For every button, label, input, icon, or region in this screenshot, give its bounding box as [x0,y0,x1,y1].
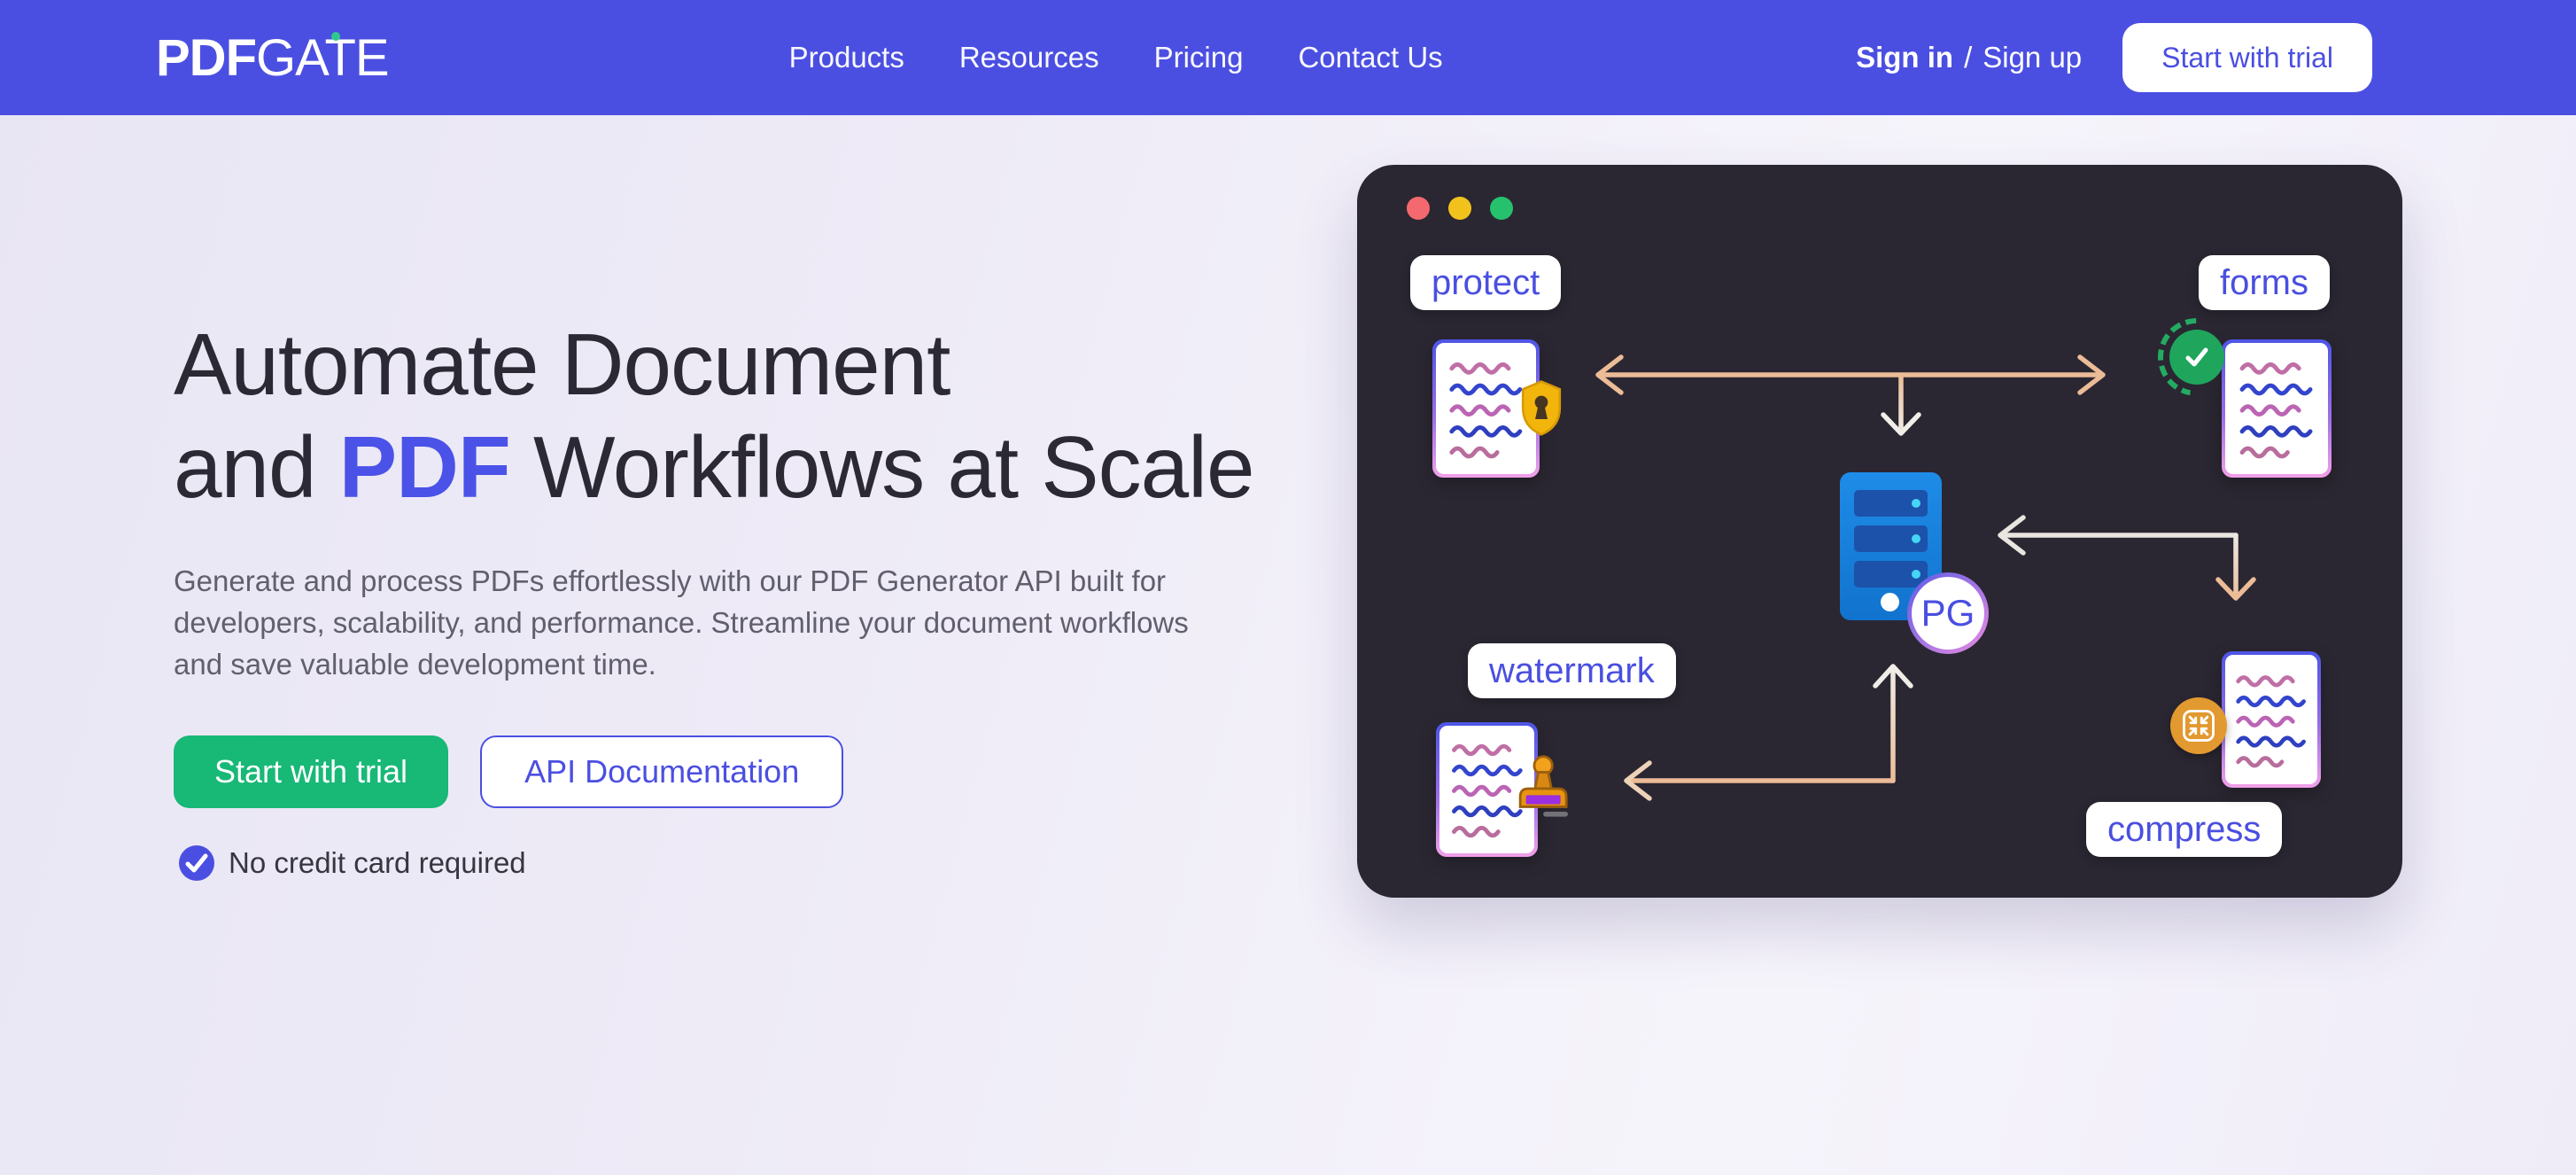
title-line1: Automate Document [174,315,950,413]
note-row: No credit card required [179,844,1325,881]
arrow-protect-forms [1595,354,2106,436]
pg-badge-text: PG [1912,577,1984,650]
shield-lock-icon [1518,378,1564,437]
logo-text-bold: PDF [156,28,257,87]
stamp-icon [1515,754,1575,823]
no-credit-card-note: No credit card required [229,845,526,879]
window-controls [1407,197,1513,220]
label-watermark: watermark [1468,643,1676,698]
document-text-lines [2234,356,2318,461]
label-compress: compress [2086,802,2283,857]
document-text-lines [2233,668,2308,772]
nav-link-products[interactable]: Products [788,41,904,74]
document-protect [1432,339,1540,478]
pg-badge: PG [1907,572,1989,654]
hero-copy: Automate Document and PDF Workflows at S… [174,314,1325,881]
navbar: PDFGATE Products Resources Pricing Conta… [0,0,2576,115]
check-circle-icon [179,844,214,881]
logo-dot-icon [331,31,340,41]
cta-row: Start with trial API Documentation [174,735,1325,808]
label-protect: protect [1410,255,1562,310]
document-compress [2170,651,2321,788]
nav-link-resources[interactable]: Resources [958,41,1099,74]
hero-section: Automate Document and PDF Workflows at S… [0,115,2576,1175]
logo-text-light: GATE [256,28,390,87]
server-light-icon [1881,593,1899,611]
arrow-compress-server [1998,515,2256,601]
sign-up-link[interactable]: Sign up [1982,41,2083,74]
workflow-diagram-card: protect forms watermark compress [1357,165,2402,898]
window-dot-red-icon [1407,197,1430,220]
label-forms: forms [2199,255,2330,310]
verified-check-icon [2158,318,2236,396]
api-documentation-button[interactable]: API Documentation [480,735,844,808]
start-trial-button[interactable]: Start with trial [174,735,449,808]
document-text-lines [1445,356,1527,461]
sign-in-link[interactable]: Sign in [1856,41,1954,74]
server-icon [1840,472,1942,620]
compress-icon [2170,697,2227,754]
document-watermark [1436,722,1538,857]
nav-start-trial-button[interactable]: Start with trial [2122,23,2372,92]
auth-links: Sign in / Sign up [1856,41,2082,74]
title-line2-prefix: and [174,417,339,516]
document-forms [2222,339,2332,478]
window-dot-yellow-icon [1448,197,1471,220]
nav-link-pricing[interactable]: Pricing [1153,41,1244,74]
nav-link-contact[interactable]: Contact Us [1298,41,1443,74]
title-highlight: PDF [338,417,511,516]
window-dot-green-icon [1490,197,1513,220]
logo[interactable]: PDFGATE [156,28,390,88]
page-title: Automate Document and PDF Workflows at S… [174,314,1325,518]
hero-description: Generate and process PDFs effortlessly w… [174,564,1189,681]
auth-separator: / [1964,41,1973,74]
title-line2-suffix: Workflows at Scale [509,417,1254,516]
main-nav: Products Resources Pricing Contact Us [789,41,1443,74]
